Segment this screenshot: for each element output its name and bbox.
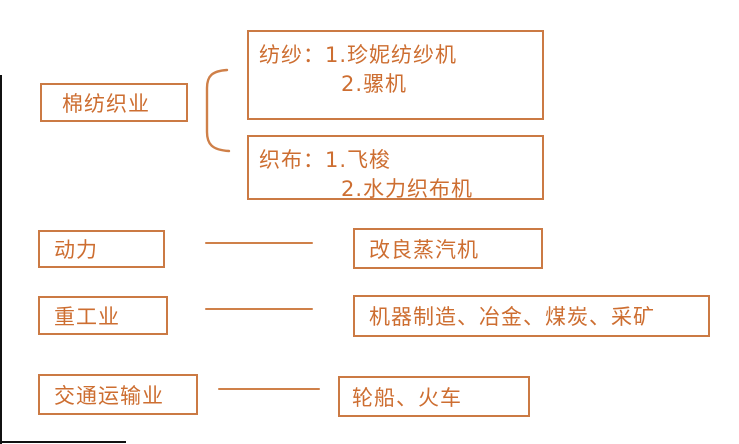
node-machines-label: 机器制造、冶金、煤炭、采矿 <box>369 305 655 329</box>
node-vehicles-label: 轮船、火车 <box>352 385 462 410</box>
node-weaving-line2: 2.水力织布机 <box>341 177 474 201</box>
connector-heavy-machines <box>205 308 313 310</box>
node-spinning: 纺纱：1.珍妮纺纱机 2.骡机 <box>247 30 544 120</box>
node-power-label: 动力 <box>54 238 98 262</box>
node-weaving-line1: 织布：1.飞梭 <box>259 148 392 172</box>
node-power: 动力 <box>38 230 165 268</box>
node-steam-engine-label: 改良蒸汽机 <box>369 237 479 262</box>
node-heavy-industry: 重工业 <box>38 296 168 335</box>
node-machines: 机器制造、冶金、煤炭、采矿 <box>353 295 710 337</box>
node-cotton-textile: 棉纺织业 <box>40 83 188 122</box>
node-transport: 交通运输业 <box>38 374 198 415</box>
node-spinning-line1: 纺纱：1.珍妮纺纱机 <box>259 43 458 67</box>
node-spinning-line2: 2.骡机 <box>341 72 408 96</box>
node-heavy-industry-label: 重工业 <box>54 304 120 329</box>
frame-edge-left <box>0 75 2 444</box>
node-vehicles: 轮船、火车 <box>338 376 530 417</box>
frame-edge-bottom <box>0 441 126 443</box>
node-transport-label: 交通运输业 <box>54 383 164 408</box>
node-weaving: 织布：1.飞梭 2.水力织布机 <box>247 135 544 201</box>
connector-transport-vehicles <box>218 388 320 390</box>
node-steam-engine: 改良蒸汽机 <box>353 228 543 269</box>
bracket-connector <box>205 68 231 153</box>
node-cotton-textile-label: 棉纺织业 <box>62 91 150 116</box>
connector-power-steam <box>205 242 313 244</box>
